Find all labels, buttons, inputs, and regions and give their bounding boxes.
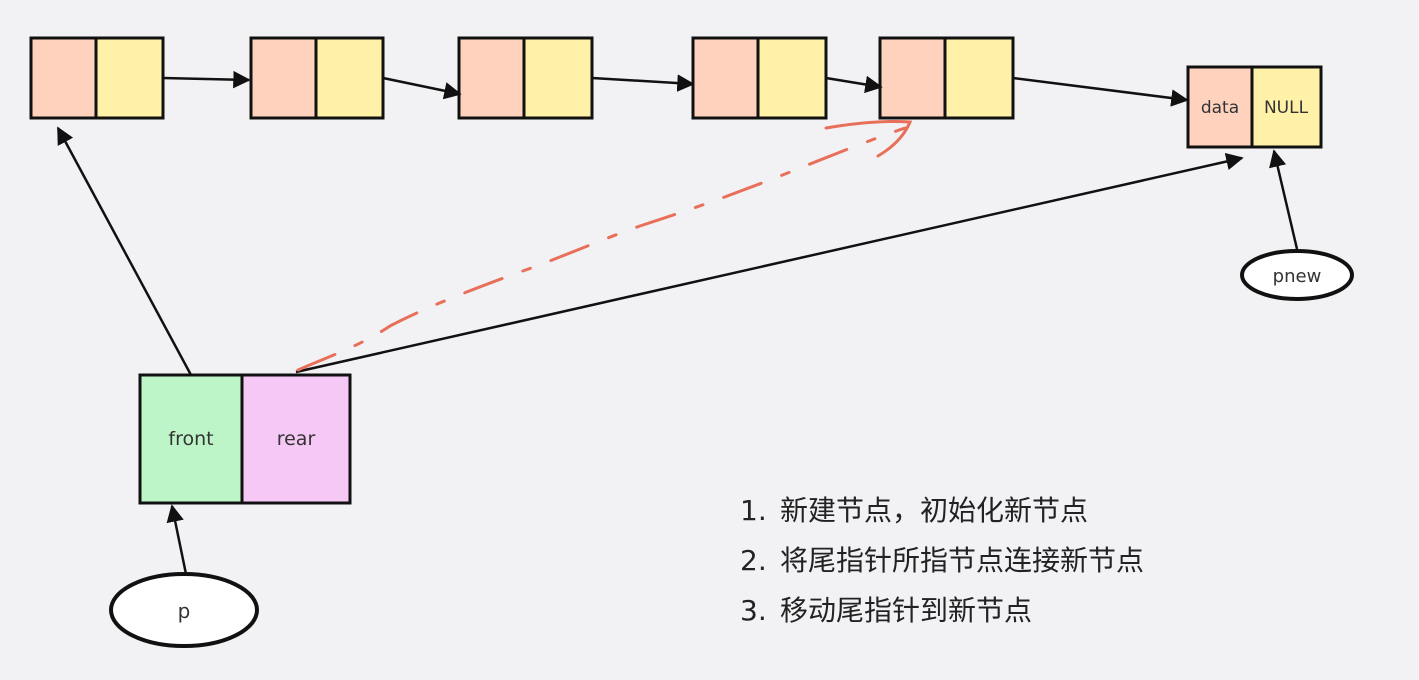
pnew-pointer-arrow: [1269, 149, 1299, 250]
queue-node-2: [249, 36, 385, 120]
p-pointer-arrow: [166, 504, 188, 575]
node-data-cell: [691, 36, 760, 120]
node-links: [162, 70, 1189, 107]
link-arrow: [162, 70, 251, 89]
pointer-p: p: [109, 572, 259, 648]
pointer-pnew-label: pnew: [1273, 266, 1322, 287]
node-data-cell: [249, 36, 318, 120]
pointer-pnew-oval: [1240, 249, 1354, 301]
queue-node-5: [878, 36, 1015, 120]
node-next-cell: [943, 36, 1015, 120]
step-item: 1. 新建节点，初始化新节点: [740, 486, 1144, 536]
step-text: 新建节点，初始化新节点: [780, 494, 1089, 527]
queue-struct: front rear: [138, 373, 352, 505]
pointer-p-oval: [109, 572, 259, 648]
front-label: front: [168, 428, 213, 450]
new-node-null-label: NULL: [1264, 98, 1309, 118]
step-list: 1. 新建节点，初始化新节点 2. 将尾指针所指节点连接新节点 3. 移动尾指针到新节…: [740, 486, 1144, 636]
rear-pointer-arrow: [295, 152, 1244, 374]
step-item: 2. 将尾指针所指节点连接新节点: [740, 536, 1144, 586]
rear-cell: [240, 373, 352, 505]
step-item: 3. 移动尾指针到新节点: [740, 586, 1144, 636]
step-number: 3.: [740, 594, 767, 627]
link-arrow: [591, 74, 695, 92]
step-number: 1.: [740, 494, 767, 527]
node-next-cell: [522, 36, 594, 120]
node-data-cell: [457, 36, 526, 120]
front-pointer-arrow: [56, 126, 193, 376]
annotation-arrowhead: [824, 119, 913, 158]
node-data-cell: [878, 36, 947, 120]
node-next-cell: [94, 36, 165, 120]
rear-label: rear: [277, 428, 316, 450]
new-node-data-cell: [1186, 65, 1254, 149]
link-arrow: [825, 75, 883, 94]
queue-node-4: [691, 36, 828, 120]
old-rear-annotation: [296, 126, 907, 372]
step-text: 将尾指针所指节点连接新节点: [780, 544, 1145, 577]
node-data-cell: [29, 36, 98, 120]
step-number: 2.: [740, 544, 767, 577]
pointer-p-label: p: [178, 599, 191, 623]
new-node-next-cell: [1250, 65, 1323, 149]
queue-node-3: [457, 36, 594, 120]
link-arrow: [1012, 76, 1189, 107]
new-node-data-label: data: [1201, 98, 1239, 118]
step-text: 移动尾指针到新节点: [780, 594, 1033, 627]
node-next-cell: [756, 36, 828, 120]
link-arrow: [382, 76, 462, 100]
new-node: data NULL: [1186, 65, 1323, 149]
queue-node-1: [29, 36, 165, 120]
pointer-pnew: pnew: [1240, 249, 1354, 301]
node-next-cell: [314, 36, 385, 120]
